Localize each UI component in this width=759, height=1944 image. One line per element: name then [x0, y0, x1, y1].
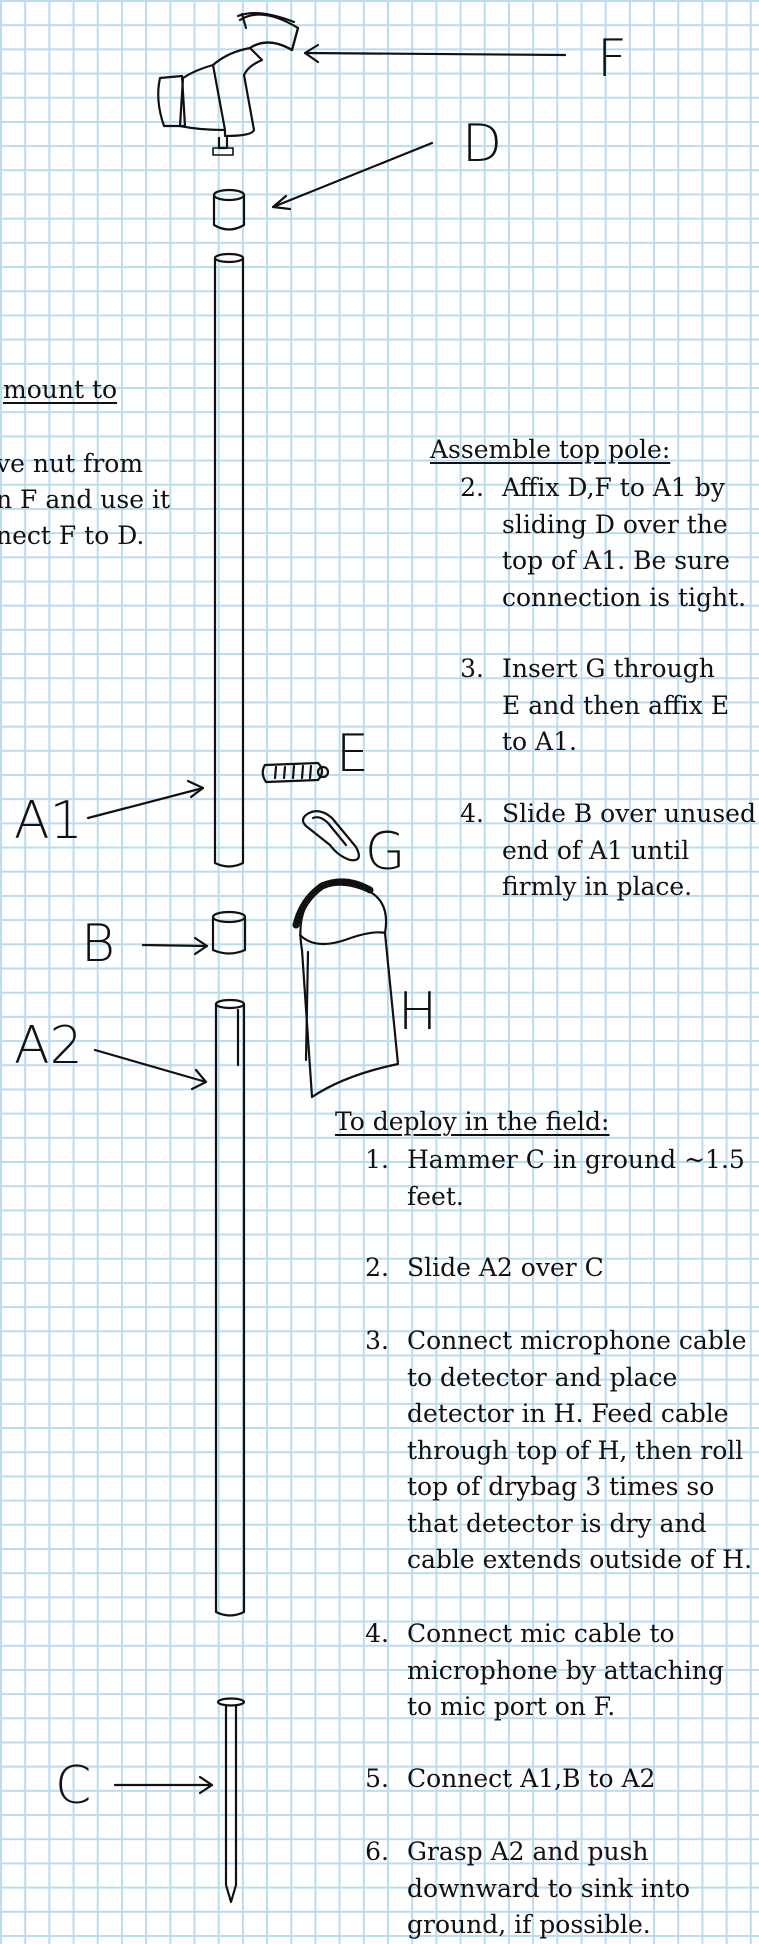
label-g: G — [365, 822, 406, 882]
step-text: Affix D,F to A1 by sliding D over the top … — [502, 470, 746, 616]
arrow-a2-head — [190, 1068, 208, 1091]
step-line: connection is tight. — [502, 582, 747, 612]
label-a2: A2 — [14, 1016, 83, 1076]
arrow-a2 — [93, 1048, 208, 1084]
step-text: Connect mic cable to microphone by attach… — [407, 1616, 724, 1726]
step-line: Hammer C in ground ~1.5 — [407, 1145, 745, 1174]
arrow-c-head — [198, 1775, 214, 1795]
part-a2-pole — [214, 998, 246, 1617]
step-text: Connect A1,B to A2 — [407, 1761, 655, 1798]
assemble-heading: Assemble top pole: — [430, 435, 671, 464]
step-number: 1. — [365, 1145, 389, 1174]
step-number: 3. — [460, 654, 484, 683]
step-line: Connect mic cable to — [407, 1619, 675, 1648]
left-note-line: n F and use it — [0, 485, 171, 514]
step-number: 4. — [460, 799, 484, 828]
label-e: E — [336, 724, 369, 784]
arrow-d-head — [271, 194, 292, 211]
step-line: Insert G through — [502, 654, 715, 683]
part-b-coupler — [211, 910, 247, 955]
label-h: H — [398, 982, 438, 1042]
step-text: Slide A2 over C — [407, 1250, 604, 1287]
step-number: 4. — [365, 1619, 389, 1648]
label-c: C — [55, 1756, 92, 1816]
step-line: Grasp A2 and push — [407, 1837, 649, 1866]
step-line: top of A1. Be sure — [502, 546, 730, 575]
arrow-a1 — [86, 786, 205, 820]
step-line: to A1. — [502, 727, 577, 756]
step-text: Grasp A2 and push downward to sink into gr… — [407, 1834, 690, 1944]
step-line: detector in H. Feed cable — [407, 1399, 729, 1428]
step-number: 2. — [460, 473, 484, 502]
step-line: sliding D over the — [502, 509, 728, 539]
step-number: 3. — [365, 1326, 389, 1355]
step-line: Connect A1,B to A2 — [407, 1764, 656, 1793]
step-line: E and then affix E — [502, 690, 730, 720]
step-line: top of drybag 3 times so — [407, 1472, 715, 1501]
label-d: D — [462, 114, 503, 174]
step-line: Connect microphone cable — [407, 1326, 747, 1355]
step-text: Insert G through E and then affix E to A1. — [502, 651, 729, 761]
step-line: to mic port on F. — [407, 1692, 616, 1721]
left-note-heading: mount to — [3, 375, 118, 404]
step-text: Slide B over unused end of A1 until firmly… — [502, 796, 756, 906]
step-line: feet. — [407, 1181, 464, 1211]
step-number: 5. — [365, 1764, 389, 1793]
part-g-carabiner — [301, 810, 360, 862]
step-line: end of A1 until — [502, 835, 690, 865]
step-line: cable extends outside of H. — [407, 1545, 753, 1574]
step-line: Affix D,F to A1 by — [502, 473, 725, 502]
step-line: through top of H, then roll — [407, 1435, 744, 1465]
step-line: Slide A2 over C — [407, 1253, 604, 1282]
arrow-f-head — [303, 43, 320, 64]
arrow-d — [271, 141, 434, 209]
left-note-line: nect F to D. — [0, 521, 145, 550]
part-c-stake — [216, 1697, 246, 1904]
part-f-mount — [157, 11, 300, 156]
label-a1: A1 — [14, 791, 83, 851]
part-d-coupler — [212, 188, 246, 231]
deploy-heading: To deploy in the field: — [335, 1107, 610, 1136]
step-line: downward to sink into — [407, 1873, 691, 1903]
step-number: 2. — [365, 1253, 389, 1282]
arrow-b — [141, 943, 209, 948]
step-line: to detector and place — [407, 1362, 678, 1392]
part-a1-pole — [213, 252, 245, 868]
step-text: Connect microphone cable to detector and … — [407, 1323, 752, 1579]
step-line: Slide B over unused — [502, 799, 756, 828]
label-f: F — [597, 29, 627, 89]
arrow-f — [303, 51, 567, 57]
label-b: B — [81, 914, 116, 974]
step-line: firmly in place. — [502, 872, 693, 901]
step-line: that detector is dry and — [407, 1508, 707, 1538]
arrow-a1-head — [186, 779, 205, 799]
step-line: microphone by attaching — [407, 1655, 724, 1685]
arrow-b-head — [193, 936, 209, 956]
step-line: ground, if possible. — [407, 1910, 651, 1939]
step-text: Hammer C in ground ~1.5 feet. — [407, 1142, 745, 1215]
part-e-clip — [261, 761, 330, 784]
part-h-drybag — [292, 878, 400, 1099]
left-note-line: ve nut from — [0, 449, 144, 478]
step-number: 6. — [365, 1837, 389, 1866]
